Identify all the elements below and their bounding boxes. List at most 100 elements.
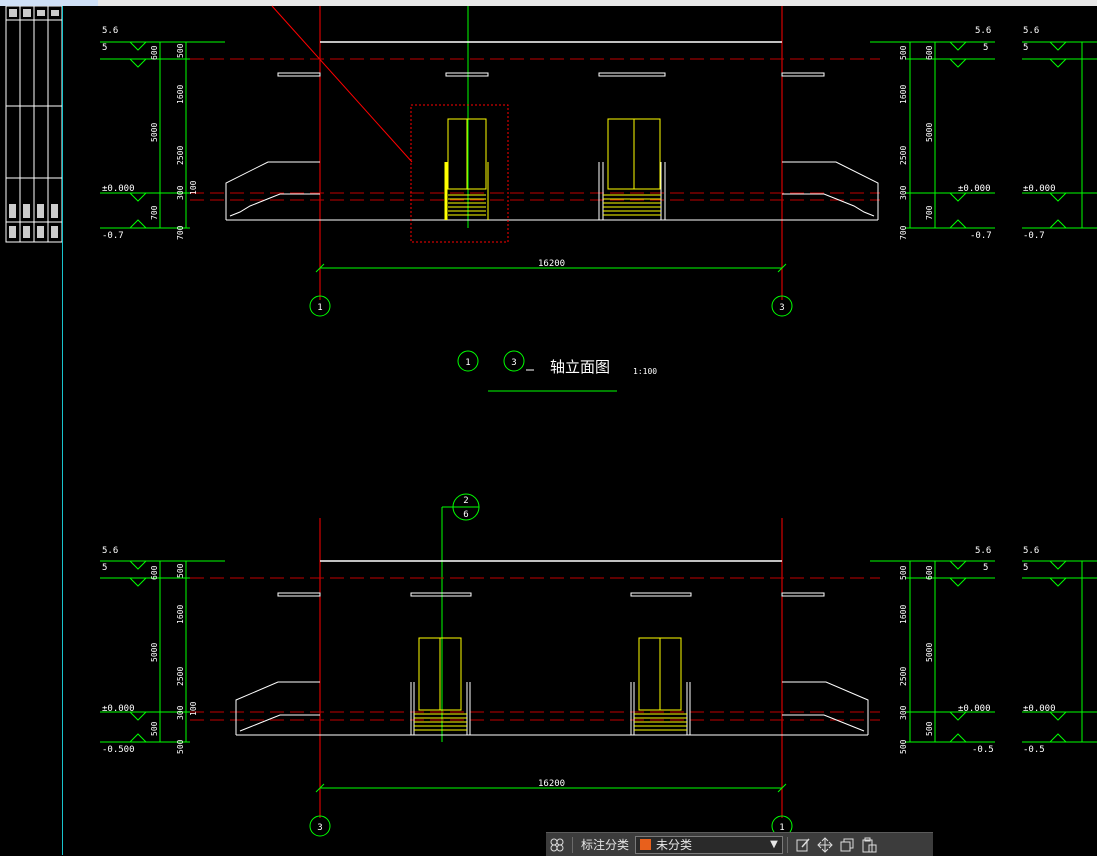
- upper-dim: 1600: [176, 85, 185, 104]
- upper-dim: 600: [150, 45, 159, 60]
- title-axis-label-b: 3: [511, 358, 516, 368]
- upper-left-steps: [229, 193, 320, 217]
- paste-icon[interactable]: [858, 834, 880, 856]
- lower-right-dim: 5000: [925, 643, 934, 662]
- lower-window-strip: [630, 592, 692, 597]
- lower-span-dimension-line: [315, 783, 787, 793]
- group-icon[interactable]: [546, 834, 568, 856]
- title-axis-label-a: 1: [465, 358, 470, 368]
- edit-icon[interactable]: [792, 834, 814, 856]
- upper-window-strip: [445, 72, 489, 77]
- upper-span-dimension: 16200: [538, 259, 565, 269]
- far-right-level-roof: 5.6: [1023, 26, 1039, 36]
- upper-axis-label-left: 1: [317, 303, 322, 313]
- lower-elevation: 2 6: [100, 493, 1097, 837]
- upper-dim: 700: [176, 225, 185, 240]
- upper-right-level-roof: 5.6: [975, 26, 991, 36]
- lower-left-level-marks: [100, 560, 225, 743]
- upper-window-strip: [781, 72, 825, 77]
- upper-right-level-base: -0.7: [970, 231, 992, 241]
- lower-left-steps: [239, 714, 320, 732]
- title-block-table: [5, 5, 63, 243]
- lower-dim: 5000: [150, 643, 159, 662]
- lower-left-level-eave: 5: [102, 563, 107, 573]
- upper-axis-bubble-right[interactable]: [771, 295, 793, 317]
- upper-left-level-marks: [100, 41, 225, 229]
- lower-dim: 2500: [176, 667, 185, 686]
- far-right-level-base: -0.7: [1023, 231, 1045, 241]
- lower-axis-label-left: 3: [317, 823, 322, 833]
- far-right-lower-level-marks: [1022, 560, 1097, 743]
- upper-window-strip: [598, 72, 666, 77]
- far-right-level-ground: ±0.000: [1023, 184, 1056, 194]
- far-right-lower-level-ground: ±0.000: [1023, 704, 1056, 714]
- upper-left-level-ground: ±0.000: [102, 184, 135, 194]
- title-axis-bubble-b: [503, 350, 525, 372]
- copy-icon[interactable]: [836, 834, 858, 856]
- lower-dim: 300: [176, 705, 185, 720]
- category-select-value: 未分类: [656, 838, 693, 852]
- lower-left-level-roof: 5.6: [102, 546, 118, 556]
- upper-dim: 5000: [150, 123, 159, 142]
- upper-door-1-steps: [448, 194, 486, 216]
- lower-axis-label-right: 1: [779, 823, 784, 833]
- upper-dim: 500: [176, 43, 185, 58]
- lower-right-dim: 300: [899, 705, 908, 720]
- section-reference-bottom: 6: [463, 510, 468, 520]
- far-right-lower-level-eave: 5: [1023, 563, 1028, 573]
- lower-dim: 1600: [176, 605, 185, 624]
- upper-left-level-roof: 5.6: [102, 26, 118, 36]
- lower-right-ramp: [782, 681, 869, 735]
- upper-right-dim: 500: [899, 45, 908, 60]
- upper-dim: 300: [176, 185, 185, 200]
- toolbar-separator: [787, 836, 789, 853]
- upper-right-dim: 700: [925, 205, 934, 220]
- lower-right-dim: 500: [925, 721, 934, 736]
- lower-right-level-base: -0.5: [972, 745, 994, 755]
- move-icon[interactable]: [814, 834, 836, 856]
- upper-window-strip: [277, 72, 321, 77]
- lower-right-dim: 600: [925, 565, 934, 580]
- lower-span-dimension: 16200: [538, 779, 565, 789]
- upper-right-level-ground: ±0.000: [958, 184, 991, 194]
- lower-window-strip: [781, 592, 825, 597]
- drawing-scale: 1:100: [633, 367, 657, 376]
- lower-right-dim: 1600: [899, 605, 908, 624]
- upper-right-dim: 700: [899, 225, 908, 240]
- upper-selection-box[interactable]: [410, 104, 509, 243]
- title-axis-bubble-a: [457, 350, 479, 372]
- active-document-tab[interactable]: [0, 0, 98, 6]
- upper-dim: 100: [189, 180, 198, 195]
- lower-right-level-ground: ±0.000: [958, 704, 991, 714]
- lower-dim: 500: [150, 721, 159, 736]
- upper-right-steps: [782, 193, 875, 217]
- top-tab-strip: [0, 0, 1097, 6]
- upper-axis-bubble-left[interactable]: [309, 295, 331, 317]
- far-right-level-eave: 5: [1023, 43, 1028, 53]
- upper-left-level-eave: 5: [102, 43, 107, 53]
- upper-door-2-steps: [603, 194, 661, 216]
- lower-window-strip: [277, 592, 321, 597]
- lower-right-dim: 500: [899, 565, 908, 580]
- category-color-swatch: [640, 839, 652, 850]
- upper-right-level-marks: [870, 41, 995, 229]
- lower-door-1-steps: [414, 713, 467, 731]
- category-select[interactable]: 未分类 ▼: [635, 835, 784, 854]
- category-label: 标注分类: [581, 838, 630, 852]
- chevron-down-icon[interactable]: ▼: [770, 839, 778, 850]
- upper-right-dim: 600: [925, 45, 934, 60]
- far-right-lower-level-roof: 5.6: [1023, 546, 1039, 556]
- lower-dim: 100: [189, 701, 198, 716]
- lower-axis-bubble-left[interactable]: [309, 815, 331, 837]
- lower-dim: 500: [176, 563, 185, 578]
- lower-left-ramp: [235, 681, 320, 735]
- lower-right-level-eave: 5: [983, 563, 988, 573]
- upper-left-level-base: -0.7: [102, 231, 124, 241]
- lower-right-steps: [782, 714, 865, 732]
- upper-diagonal-leader: [271, 5, 413, 163]
- lower-right-dim: 500: [899, 739, 908, 754]
- drawing-title: 轴立面图: [550, 358, 610, 376]
- upper-right-level-eave: 5: [983, 43, 988, 53]
- lower-right-level-roof: 5.6: [975, 546, 991, 556]
